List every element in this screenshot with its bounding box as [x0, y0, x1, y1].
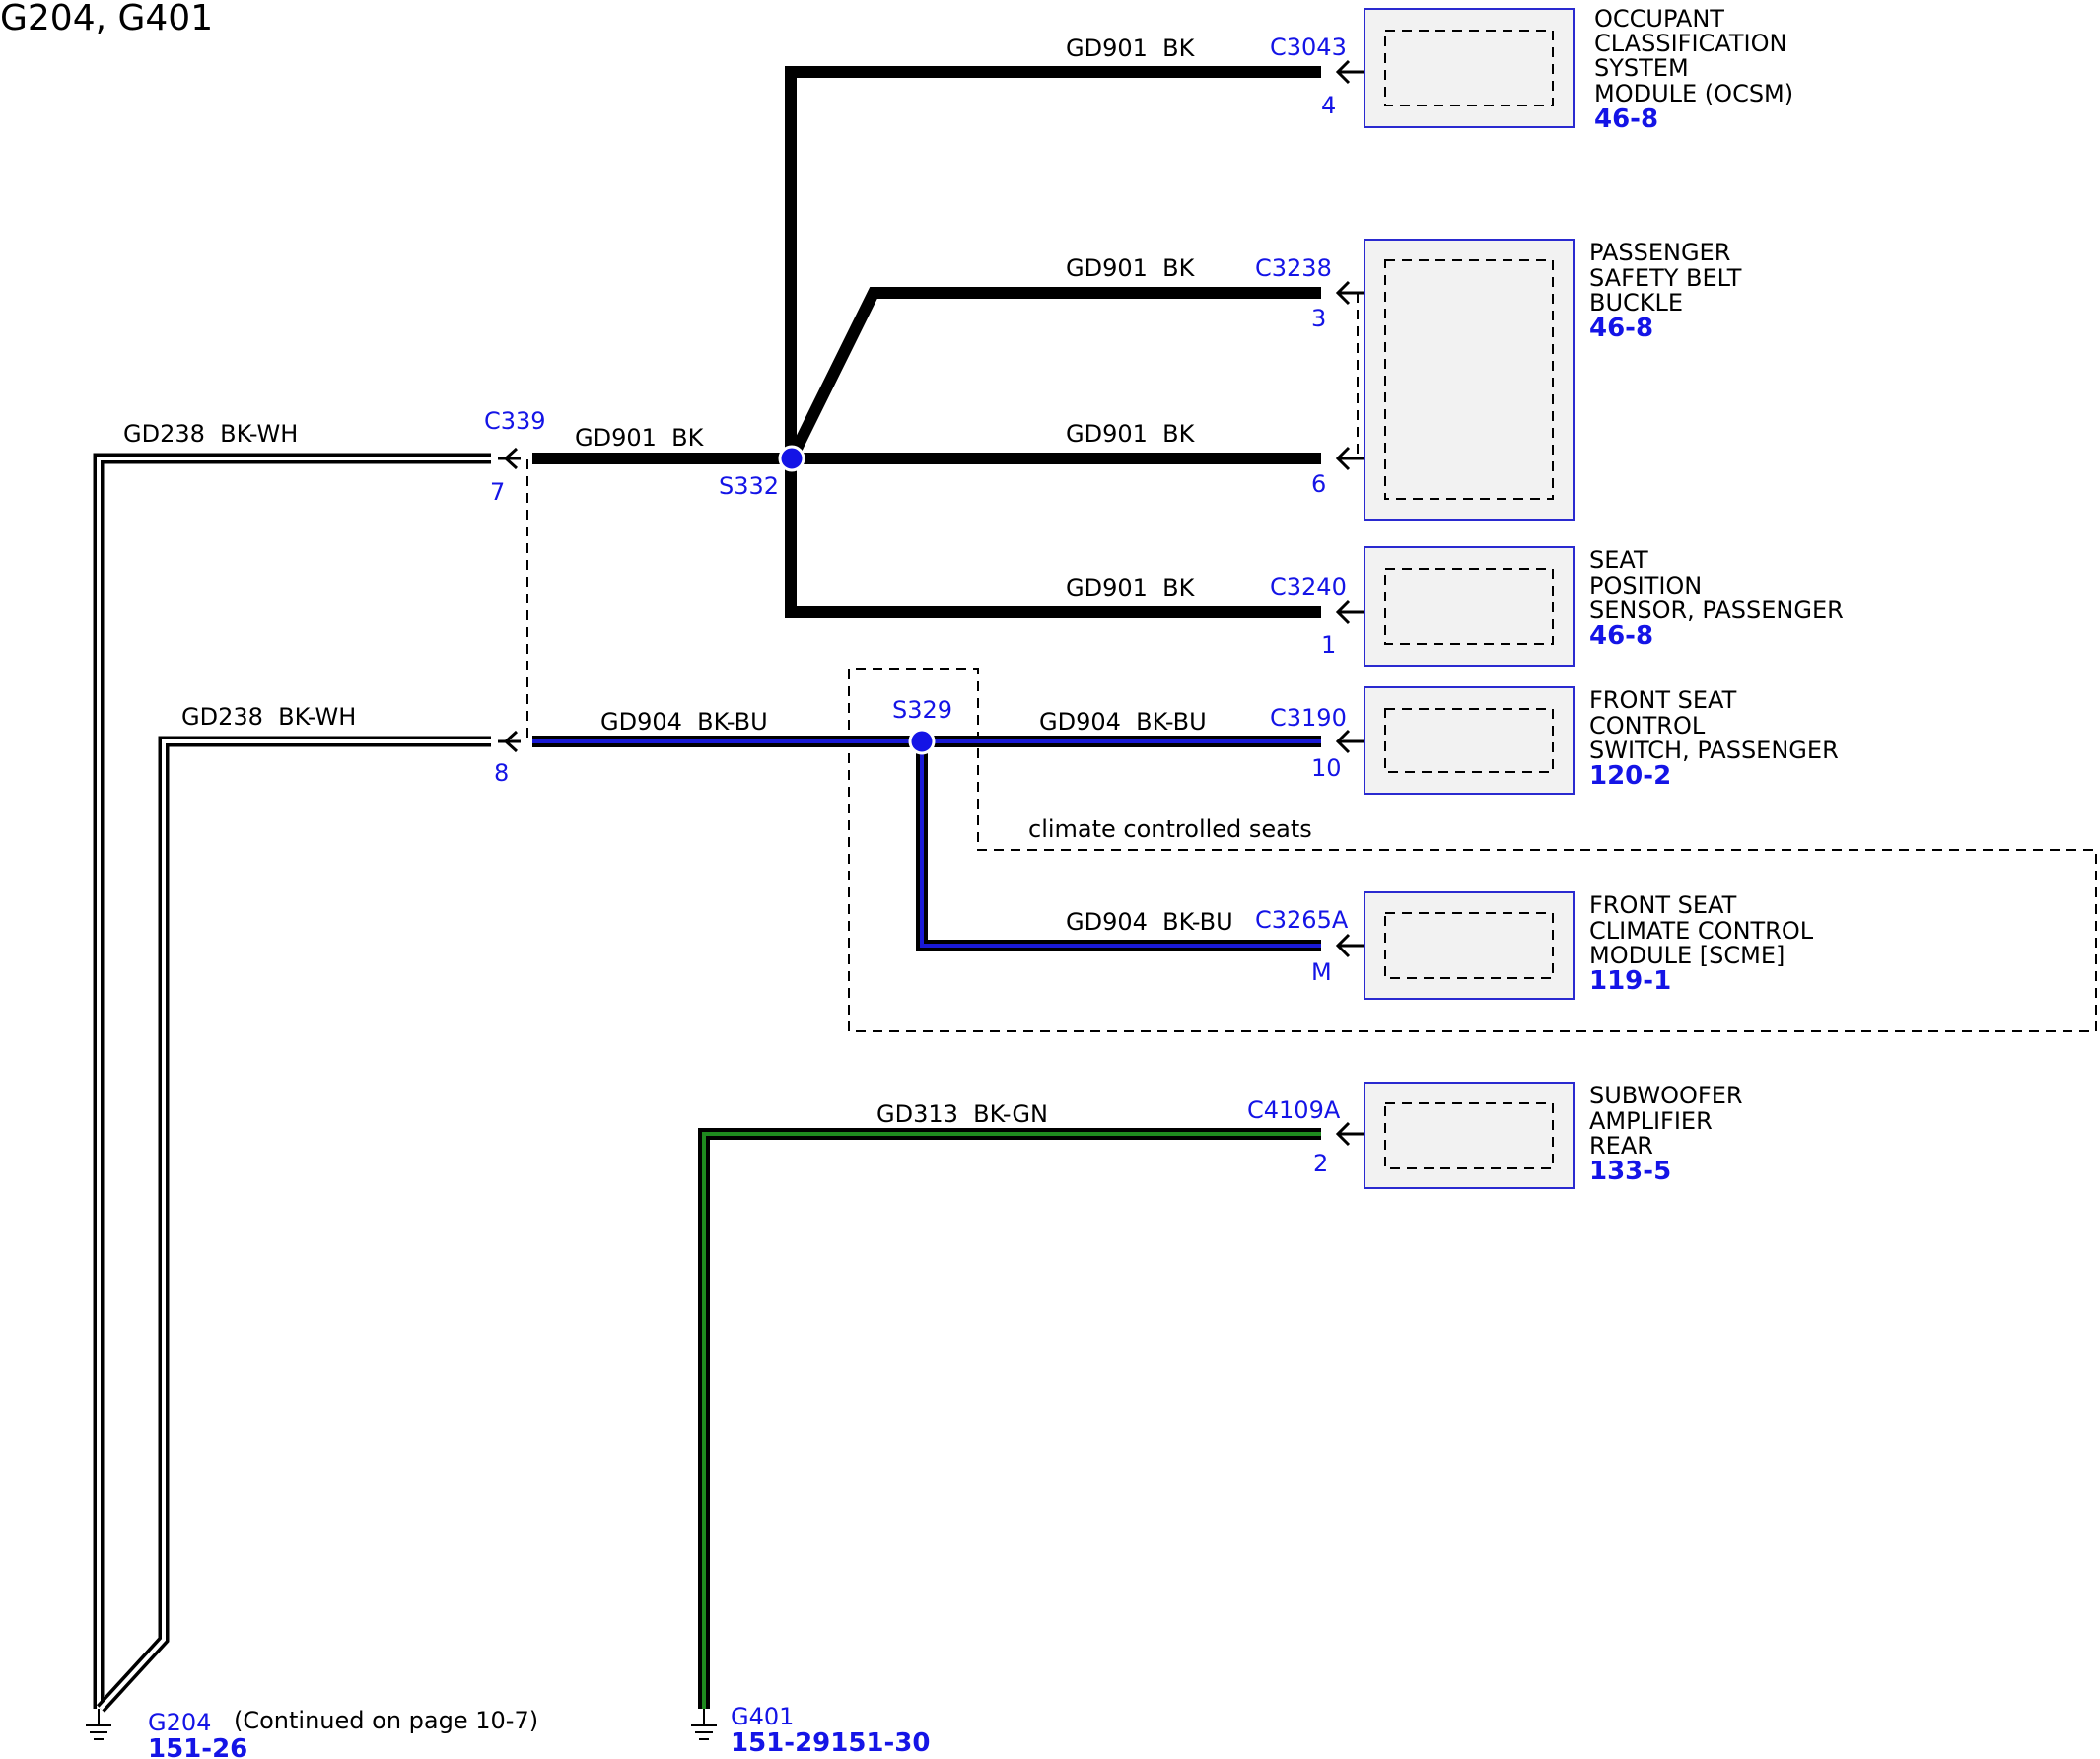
ground-g204-label: G204 — [148, 1709, 211, 1736]
gd313-wire-core — [702, 1132, 1321, 1709]
climate-option-box — [848, 668, 2097, 1032]
c339-pins — [498, 447, 521, 753]
subwoofer-page-ref[interactable]: 133-5 — [1589, 1157, 1671, 1186]
wire-label-gd238-upper: GD238 BK-WH — [123, 420, 298, 448]
subwoofer-label-line2: AMPLIFIER — [1589, 1107, 1713, 1135]
wire-label-gd904-c3265a: GD904 BK-BU — [1066, 908, 1233, 936]
ocsm-label-line3: SYSTEM — [1594, 54, 1689, 82]
subwoofer-label-line3: REAR — [1589, 1132, 1653, 1160]
subwoofer-amp-box[interactable] — [1364, 1082, 1575, 1189]
seat-position-inner-dashed — [1384, 568, 1554, 645]
ocsm-label-line2: CLASSIFICATION — [1594, 30, 1786, 57]
wire-label-gd901-c3238: GD901 BK — [1066, 254, 1196, 282]
scme-label-line3: MODULE [SCME] — [1589, 942, 1785, 969]
subwoofer-label-line1: SUBWOOFER — [1589, 1082, 1743, 1109]
gd313-wire-group — [698, 1128, 1321, 1709]
dashed-annotations — [526, 293, 2097, 1032]
connector-c4109a-label: C4109A — [1247, 1096, 1341, 1124]
gd238-lower-wire-core — [99, 739, 491, 1711]
connector-c3238-label: C3238 — [1255, 254, 1332, 282]
connector-c339-label: C339 — [484, 407, 546, 435]
seat-control-switch-box[interactable] — [1364, 686, 1575, 795]
splice-s329-label: S329 — [892, 696, 952, 724]
ground-g401-label: G401 — [731, 1703, 794, 1730]
buckle-label-line3: BUCKLE — [1589, 289, 1683, 317]
gd901-c3238-branch — [786, 287, 1321, 461]
seat-control-inner-dashed — [1384, 708, 1554, 773]
c4109a-pin-label: 2 — [1313, 1150, 1328, 1177]
connector-c3240-label: C3240 — [1270, 573, 1347, 600]
diagram-title: G204, G401 — [0, 0, 213, 38]
scme-page-ref[interactable]: 119-1 — [1589, 966, 1671, 996]
gd238-wires — [93, 453, 491, 1713]
seat-switch-label-line1: FRONT SEAT — [1589, 686, 1737, 714]
ground-g204-page-ref[interactable]: 151-26 — [148, 1734, 247, 1759]
seat-pos-page-ref[interactable]: 46-8 — [1589, 621, 1653, 651]
c3240-pin-label: 1 — [1321, 631, 1336, 659]
wire-label-gd901-c339: GD901 BK — [575, 424, 705, 452]
gd238-upper-wire — [93, 453, 491, 1709]
buckle-label-line2: SAFETY BELT — [1589, 264, 1742, 292]
ocsm-label-line1: OCCUPANT — [1594, 5, 1724, 33]
ground-g401-page-ref[interactable]: 151-29151-30 — [731, 1728, 931, 1758]
scme-label-line2: CLIMATE CONTROL — [1589, 917, 1814, 945]
connector-c3043-label: C3043 — [1270, 34, 1347, 61]
wire-label-gd901-c3240: GD901 BK — [1066, 574, 1196, 601]
wire-label-gd901-pin6: GD901 BK — [1066, 420, 1196, 448]
splice-s332[interactable] — [778, 445, 805, 472]
wire-label-gd238-lower: GD238 BK-WH — [181, 703, 356, 731]
c3238-pin6-label: 6 — [1311, 470, 1326, 498]
climate-option-label: climate controlled seats — [1028, 815, 1312, 843]
ocsm-page-ref[interactable]: 46-8 — [1594, 105, 1658, 134]
buckle-box[interactable] — [1364, 239, 1575, 521]
gd901-wires — [532, 66, 1321, 618]
gd901-vertical-trunk — [785, 66, 1321, 618]
seat-pos-label-line1: SEAT — [1589, 546, 1648, 574]
c3190-pin-label: 10 — [1311, 754, 1342, 782]
scme-inner-dashed — [1384, 912, 1554, 979]
ground-symbols — [86, 1709, 717, 1740]
wire-label-gd313: GD313 BK-GN — [876, 1100, 1048, 1128]
gd238-upper-wire-core — [97, 457, 491, 1709]
gd238-lower-wire — [96, 736, 491, 1713]
seat-switch-page-ref[interactable]: 120-2 — [1589, 761, 1671, 791]
seat-switch-label-line3: SWITCH, PASSENGER — [1589, 737, 1839, 764]
seat-pos-label-line3: SENSOR, PASSENGER — [1589, 597, 1844, 624]
ocsm-label-line4: MODULE (OCSM) — [1594, 80, 1793, 107]
c3043-pin-label: 4 — [1321, 92, 1336, 119]
c3265a-pin-label: M — [1311, 958, 1332, 986]
connector-c3190-label: C3190 — [1270, 704, 1347, 732]
wire-label-gd901-ocsm: GD901 BK — [1066, 35, 1196, 62]
splice-s329[interactable] — [908, 728, 936, 755]
c3238-pin3-label: 3 — [1311, 305, 1326, 332]
ground-icon — [691, 1709, 717, 1740]
scme-label-line1: FRONT SEAT — [1589, 891, 1737, 919]
buckle-page-ref[interactable]: 46-8 — [1589, 314, 1653, 343]
component-boxes — [1364, 8, 1575, 1189]
splice-s332-label: S332 — [719, 472, 779, 500]
seat-switch-label-line2: CONTROL — [1589, 712, 1706, 739]
gd904-scme-wire-core — [920, 741, 1321, 948]
wire-label-gd904-c3190: GD904 BK-BU — [1039, 708, 1207, 736]
ocsm-inner-dashed — [1384, 30, 1554, 106]
subwoofer-inner-dashed — [1384, 1102, 1554, 1169]
connector-c3265a-label: C3265A — [1255, 906, 1349, 934]
buckle-inner-dashed — [1384, 259, 1554, 500]
buckle-label-line1: PASSENGER — [1589, 239, 1730, 266]
seat-pos-label-line2: POSITION — [1589, 572, 1702, 599]
c339-pin8-label: 8 — [494, 759, 509, 787]
scme-module-box[interactable] — [1364, 891, 1575, 1000]
ocsm-module-box[interactable] — [1364, 8, 1575, 128]
component-labels: OCCUPANT CLASSIFICATION SYSTEM MODULE (O… — [1589, 5, 1844, 1186]
ground-g204-continued-note: (Continued on page 10-7) — [234, 1707, 538, 1734]
seat-position-sensor-box[interactable] — [1364, 546, 1575, 667]
ground-icon — [86, 1709, 111, 1740]
gd313-wire — [698, 1128, 1321, 1709]
wire-label-gd904-c339: GD904 BK-BU — [600, 708, 768, 736]
c339-pin7-label: 7 — [490, 478, 505, 506]
